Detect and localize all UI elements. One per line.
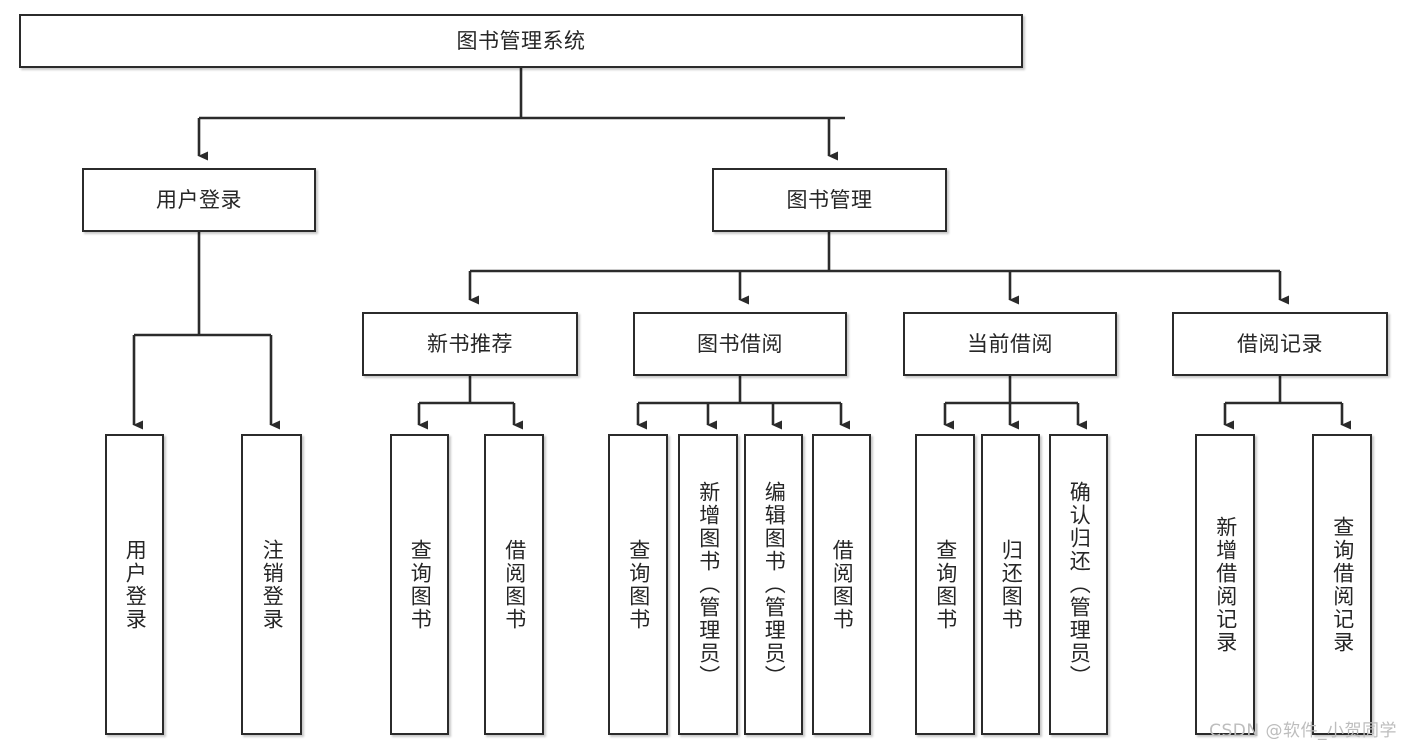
node-leaf-query-book-2-label: 查询图书 [626,538,651,631]
node-leaf-confirm-return[interactable]: 确认归还（管理员） [1049,434,1108,735]
node-leaf-logout[interactable]: 注销登录 [241,434,302,735]
node-leaf-edit-book-label: 编辑图书（管理员） [762,481,787,688]
node-leaf-add-record[interactable]: 新增借阅记录 [1195,434,1255,735]
node-book-borrow-label: 图书借阅 [697,331,783,356]
node-book-manage-label: 图书管理 [786,187,873,212]
node-borrow-record[interactable]: 借阅记录 [1172,312,1388,376]
node-leaf-edit-book[interactable]: 编辑图书（管理员） [744,434,803,735]
node-root[interactable]: 图书管理系统 [19,14,1023,68]
node-leaf-query-book-1[interactable]: 查询图书 [390,434,449,735]
node-leaf-query-record-label: 查询借阅记录 [1330,515,1355,654]
node-leaf-borrow-book-1-label: 借阅图书 [502,538,527,631]
node-leaf-query-book-1-label: 查询图书 [408,538,433,631]
node-leaf-borrow-book-2[interactable]: 借阅图书 [812,434,871,735]
node-leaf-user-login-label: 用户登录 [123,538,148,631]
node-leaf-query-book-2[interactable]: 查询图书 [608,434,668,735]
node-leaf-query-book-3-label: 查询图书 [933,538,958,631]
node-leaf-add-book-label: 新增图书（管理员） [696,481,721,688]
node-leaf-query-record[interactable]: 查询借阅记录 [1312,434,1372,735]
node-user-login[interactable]: 用户登录 [82,168,316,232]
node-leaf-add-record-label: 新增借阅记录 [1213,515,1238,654]
node-new-book-rec-label: 新书推荐 [427,331,513,356]
node-current-borrow-label: 当前借阅 [967,331,1053,356]
node-book-manage[interactable]: 图书管理 [712,168,947,232]
node-leaf-borrow-book-2-label: 借阅图书 [830,538,855,631]
node-book-borrow[interactable]: 图书借阅 [633,312,847,376]
node-current-borrow[interactable]: 当前借阅 [903,312,1117,376]
node-leaf-user-login[interactable]: 用户登录 [105,434,164,735]
node-new-book-rec[interactable]: 新书推荐 [362,312,578,376]
node-user-login-label: 用户登录 [156,187,242,212]
node-borrow-record-label: 借阅记录 [1237,331,1323,356]
node-leaf-return-book-label: 归还图书 [999,538,1024,631]
node-leaf-add-book[interactable]: 新增图书（管理员） [678,434,738,735]
node-leaf-logout-label: 注销登录 [260,538,285,631]
node-leaf-confirm-return-label: 确认归还（管理员） [1067,481,1092,688]
node-leaf-borrow-book-1[interactable]: 借阅图书 [484,434,544,735]
node-leaf-return-book[interactable]: 归还图书 [981,434,1040,735]
node-root-label: 图书管理系统 [456,28,586,53]
node-leaf-query-book-3[interactable]: 查询图书 [915,434,975,735]
